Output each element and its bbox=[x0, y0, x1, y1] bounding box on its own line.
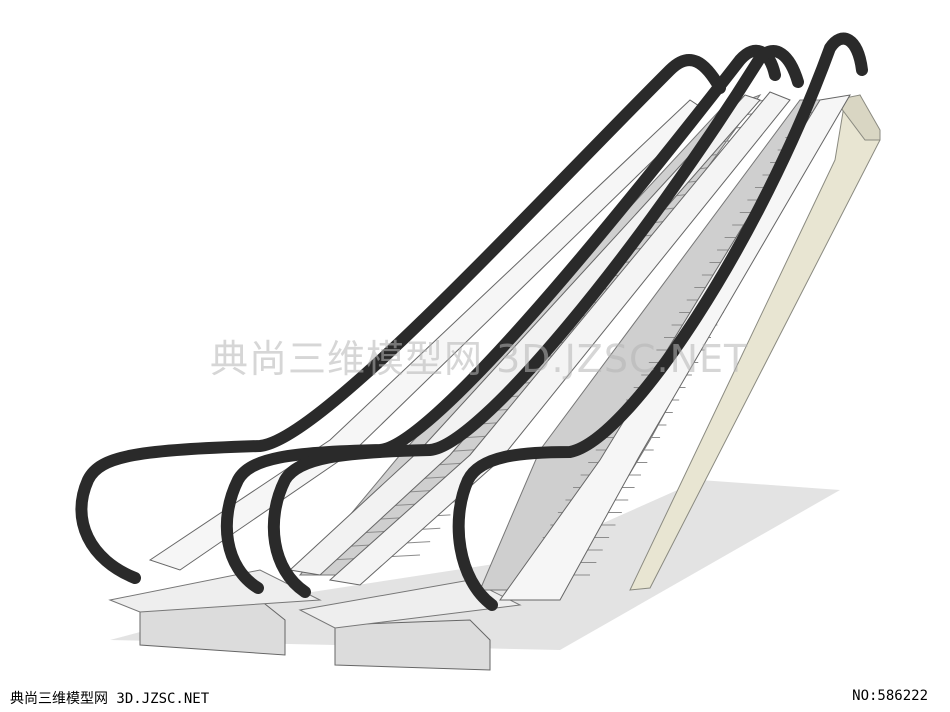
handrail-1 bbox=[75, 54, 726, 584]
landing-plate-right bbox=[298, 579, 522, 629]
handrail-2 bbox=[220, 44, 781, 594]
handrail-4 bbox=[452, 32, 868, 611]
landing-plate-left bbox=[108, 569, 322, 613]
handrail-3 bbox=[267, 45, 804, 598]
footer-model-number: NO:586222 bbox=[852, 688, 928, 704]
balustrade-panel-3 bbox=[328, 91, 791, 586]
landing-block-right bbox=[334, 619, 491, 671]
truss-top-cap bbox=[834, 94, 881, 141]
ground-shadow bbox=[110, 480, 840, 650]
footer-site-label: 典尚三维模型网 3D.JZSC.NET bbox=[10, 691, 210, 707]
